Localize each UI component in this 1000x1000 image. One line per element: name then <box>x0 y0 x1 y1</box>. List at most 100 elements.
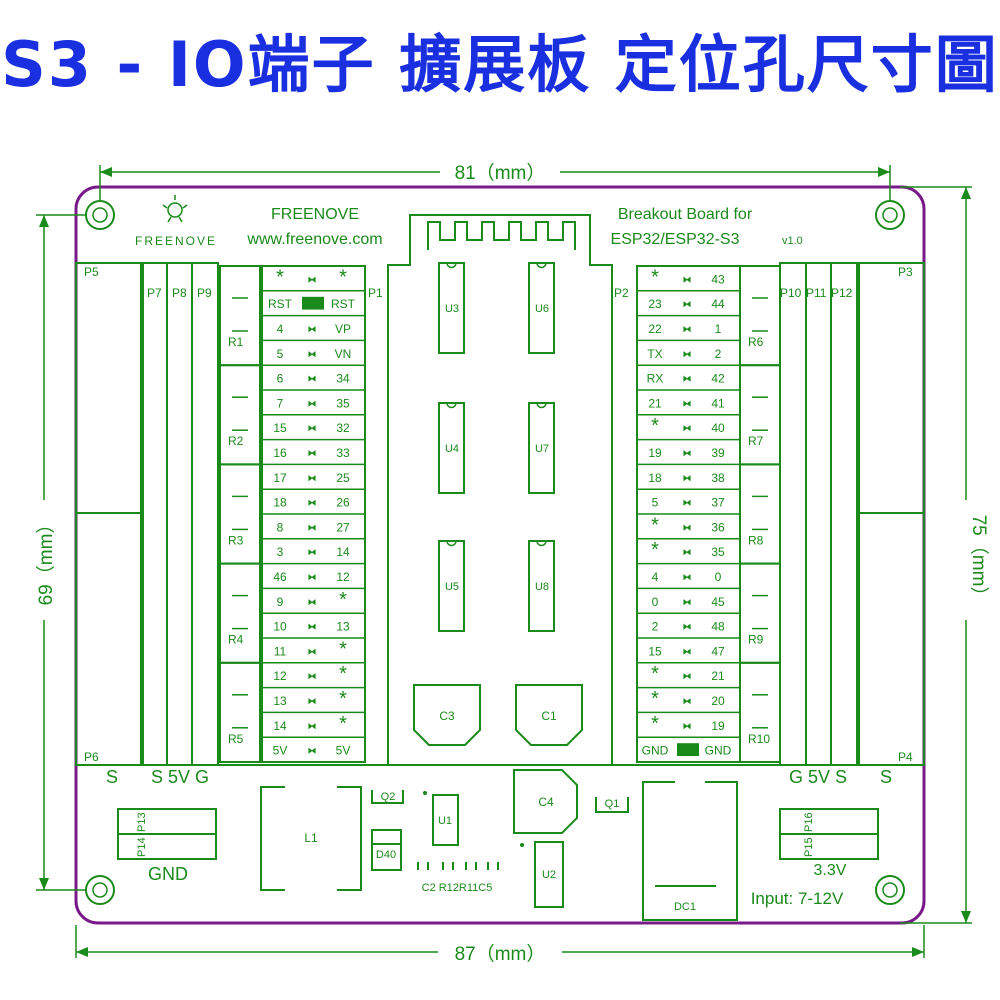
dim-top-label: 81（mm） <box>455 162 546 184</box>
pin-dot: ⧓ <box>683 325 692 335</box>
smd-row: C2 R12R11C5 <box>417 862 499 894</box>
label-C3: C3 <box>439 709 455 723</box>
chip-U7 <box>528 402 555 494</box>
resistor-label: R10 <box>748 732 770 746</box>
pin-dot: ⧓ <box>308 697 317 707</box>
chip-label: U8 <box>535 581 549 593</box>
label-P16: P16 <box>803 812 815 832</box>
pin-label: 5 <box>652 496 659 510</box>
transistor-Q2: Q2 <box>371 790 404 804</box>
regulator-U1: U1 <box>432 794 459 846</box>
pin-label: * <box>651 415 659 437</box>
pin-label: 42 <box>711 372 725 386</box>
dim-right-label: 75（mm） <box>968 515 990 606</box>
pin-dot: ⧓ <box>683 697 692 707</box>
pin-label: GND <box>642 744 669 758</box>
label-s-right: S <box>880 767 892 787</box>
pin-label: 7 <box>277 396 284 410</box>
pin-label: 26 <box>336 496 350 510</box>
pin-dot: ⧓ <box>308 647 317 657</box>
pin-label: 15 <box>273 421 287 435</box>
label-input-voltage: Input: 7-12V <box>751 889 844 908</box>
inductor-L1: L1 <box>260 786 362 891</box>
resistor-label: R9 <box>748 633 764 647</box>
pin-dot: ⧓ <box>683 350 692 360</box>
pin-label: * <box>339 663 347 685</box>
pin-label: 43 <box>711 272 725 286</box>
dimension-bottom: 87（mm） <box>75 925 925 965</box>
capacitor-C1: C1 <box>515 684 583 746</box>
pin-label: 3 <box>277 545 284 559</box>
pin-dot: ⧓ <box>308 747 317 757</box>
pin-label: 35 <box>336 396 350 410</box>
label-P9: P9 <box>197 286 212 300</box>
label-g5vs-right: G 5V S <box>789 767 847 787</box>
resistor-label: R1 <box>228 335 244 349</box>
regulator-U2: U2 <box>534 841 564 908</box>
pin-dot: ⧓ <box>683 623 692 633</box>
pin-label: 39 <box>711 446 725 460</box>
pin-label: 47 <box>711 644 725 658</box>
board-title-line1: Breakout Board for <box>618 206 753 223</box>
pin-label: 21 <box>648 396 662 410</box>
label-P14: P14 <box>136 837 148 857</box>
dim-left-label: 69（mm） <box>35 515 57 606</box>
pin-label: 41 <box>711 396 725 410</box>
pin-dot: ⧓ <box>683 598 692 608</box>
chip-U4 <box>438 402 465 494</box>
label-L1: L1 <box>304 831 318 845</box>
pin-label: 6 <box>277 372 284 386</box>
pin-dot: ⧓ <box>308 573 317 583</box>
pin-label: 1 <box>715 322 722 336</box>
pin-label: VN <box>335 347 352 361</box>
label-gnd: GND <box>148 864 188 884</box>
pin-label: * <box>339 638 347 660</box>
pin-label: 25 <box>336 471 350 485</box>
pin-label: 21 <box>711 669 725 683</box>
pin-label: 27 <box>336 520 350 534</box>
antenna-trace <box>427 221 576 250</box>
freenove-logo: FREENOVE <box>135 195 215 248</box>
pin-dot: ⧓ <box>308 523 317 533</box>
pin-label: 2 <box>652 620 659 634</box>
pin-label: * <box>651 713 659 735</box>
pin-label: 10 <box>273 620 287 634</box>
pin-label: 33 <box>336 446 350 460</box>
pin-label: * <box>339 589 347 611</box>
pin-dot: ⧓ <box>308 275 317 285</box>
label-P4: P4 <box>898 750 913 764</box>
pin-label: 13 <box>336 620 350 634</box>
chip-U5 <box>438 540 465 632</box>
board-version: v1.0 <box>782 235 803 247</box>
label-U2: U2 <box>542 869 556 881</box>
pin-label: * <box>276 266 284 288</box>
pin-dot: ⧓ <box>683 548 692 558</box>
pin-dot: ⧓ <box>683 474 692 484</box>
pin-label: 11 <box>274 644 287 658</box>
brand-name: FREENOVE <box>271 206 359 223</box>
resistor-label: R2 <box>228 434 244 448</box>
pin-label: 8 <box>277 520 284 534</box>
pin-dot: ⧓ <box>683 523 692 533</box>
pin-label: GND <box>705 744 732 758</box>
pin-label: 35 <box>711 545 725 559</box>
pin-dot: ⧓ <box>308 722 317 732</box>
pin-label: * <box>339 688 347 710</box>
pin-dot: ⧓ <box>308 325 317 335</box>
resistor-label: R8 <box>748 533 764 547</box>
chip-label: U3 <box>445 303 459 315</box>
pin-dot: ⧓ <box>683 424 692 434</box>
dimension-right: 75（mm） <box>900 186 990 924</box>
pin-label: 23 <box>648 297 662 311</box>
pin-label: 40 <box>711 421 725 435</box>
label-3v3: 3.3V <box>814 862 847 879</box>
header-P13-P14: P13 P14 GND <box>117 808 217 884</box>
pin-label: 36 <box>711 520 725 534</box>
label-smd-row: C2 R12R11C5 <box>422 882 493 894</box>
pin-label: 0 <box>652 595 659 609</box>
pin-label: 14 <box>273 719 287 733</box>
chip-label: U7 <box>535 443 549 455</box>
label-DC1: DC1 <box>674 901 696 913</box>
